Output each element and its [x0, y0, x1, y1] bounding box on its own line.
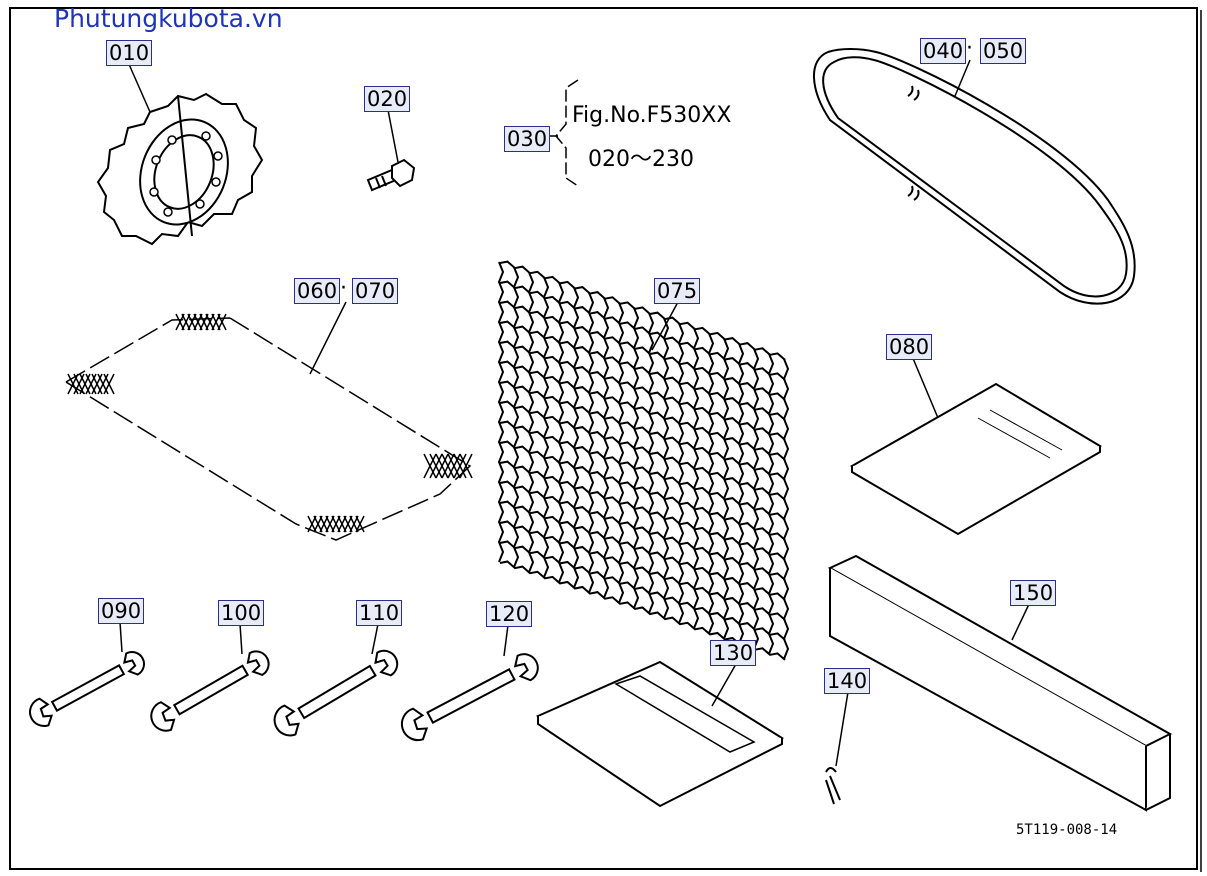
mesh-part-075 [497, 260, 790, 661]
mesh-wire-horizontal [499, 540, 786, 641]
screen-mesh-line [459, 453, 473, 479]
callout-060: 060 [294, 278, 341, 304]
mesh-wire-vertical [677, 322, 685, 624]
leader-line [503, 624, 509, 657]
screen-mesh-line [441, 453, 455, 479]
mesh-wire-vertical [752, 348, 760, 650]
mesh-wire-vertical [617, 302, 625, 604]
screen-mesh-line [355, 515, 365, 533]
callout-090: 090 [98, 598, 145, 624]
mesh-wire-vertical [767, 353, 775, 655]
fig-number: Fig.No.F530XX [572, 103, 732, 128]
leader-line [371, 623, 379, 655]
mesh-wire-vertical [662, 317, 670, 619]
mesh-wire-horizontal [499, 400, 786, 501]
mesh-wire-horizontal [499, 500, 786, 601]
callout-140: 140 [824, 668, 871, 694]
wrench [273, 649, 399, 737]
box-part-150 [827, 554, 1173, 812]
callout-100: 100 [218, 600, 265, 626]
callout-080: 080 [886, 334, 933, 360]
callout-010: 010 [106, 40, 153, 66]
screen-mesh-line [453, 453, 467, 479]
mesh-wire-vertical [497, 261, 505, 563]
screen-mesh-line [435, 453, 449, 479]
mesh-wire-vertical [512, 266, 520, 568]
mesh-wire-horizontal [499, 380, 786, 481]
mesh-wire-vertical [737, 343, 745, 644]
mesh-wire-vertical [647, 312, 655, 614]
drawing-code: 5T119-008-14 [1016, 822, 1118, 838]
screen-mesh-line [447, 453, 461, 479]
wrench [400, 653, 539, 742]
mesh-wire-vertical [632, 307, 640, 609]
mesh-wire-vertical [557, 282, 565, 583]
mesh-wire-horizontal [499, 280, 786, 381]
screen-part-060-070 [65, 317, 472, 541]
mesh-wire-horizontal [499, 360, 786, 461]
mesh-wire-vertical [692, 327, 700, 629]
pin-part-140 [825, 767, 841, 805]
callout-020: 020 [364, 86, 411, 112]
callout-040: 040 [920, 38, 967, 64]
manual-part-130 [535, 660, 785, 808]
mesh-wire-vertical [782, 358, 790, 660]
callout-050: 050 [980, 38, 1027, 64]
callout-075: 075 [654, 278, 701, 304]
mesh-wire-horizontal [499, 340, 786, 441]
screen-mesh-line [423, 453, 437, 479]
leader-line [119, 621, 123, 653]
mesh-wire-horizontal [499, 440, 786, 541]
mesh-wire-horizontal [499, 260, 786, 361]
screen-mesh-line [217, 313, 227, 331]
mesh-wire-vertical [707, 333, 715, 634]
diagram-frame [9, 7, 1198, 870]
leader-line [239, 623, 243, 655]
wrench [29, 651, 145, 727]
mesh-wire-vertical [722, 338, 730, 639]
mesh-wire-horizontal [499, 320, 786, 421]
screen-mesh-line [103, 373, 115, 395]
mesh-wire-horizontal [499, 460, 786, 561]
bolt-part-020 [366, 158, 416, 192]
mesh-wire-horizontal [499, 300, 786, 401]
fig-range: 020～230 [588, 147, 694, 172]
separator-060-070: · [340, 276, 347, 301]
callout-070: 070 [352, 278, 399, 304]
callout-150: 150 [1010, 580, 1057, 606]
screen-mesh-line [429, 453, 443, 479]
belt-part-040-050 [813, 48, 1136, 305]
callout-120: 120 [486, 601, 533, 627]
mesh-wire-vertical [602, 297, 610, 599]
site-watermark: Phutungkubota.vn [54, 4, 283, 33]
sprocket-part-010 [96, 92, 264, 246]
wrench [150, 650, 270, 732]
separator-040-050: · [966, 36, 973, 61]
mesh-wire-horizontal [499, 420, 786, 521]
mesh-wire-vertical [527, 271, 535, 573]
mesh-wire-horizontal [499, 480, 786, 581]
mesh-wire-horizontal [499, 520, 786, 621]
callout-030: 030 [504, 126, 551, 152]
callout-130: 130 [710, 640, 757, 666]
booklet-part-080 [849, 382, 1102, 536]
mesh-wire-vertical [572, 287, 580, 588]
mesh-wire-vertical [587, 292, 595, 593]
mesh-wire-vertical [542, 276, 550, 578]
callout-110: 110 [356, 600, 403, 626]
